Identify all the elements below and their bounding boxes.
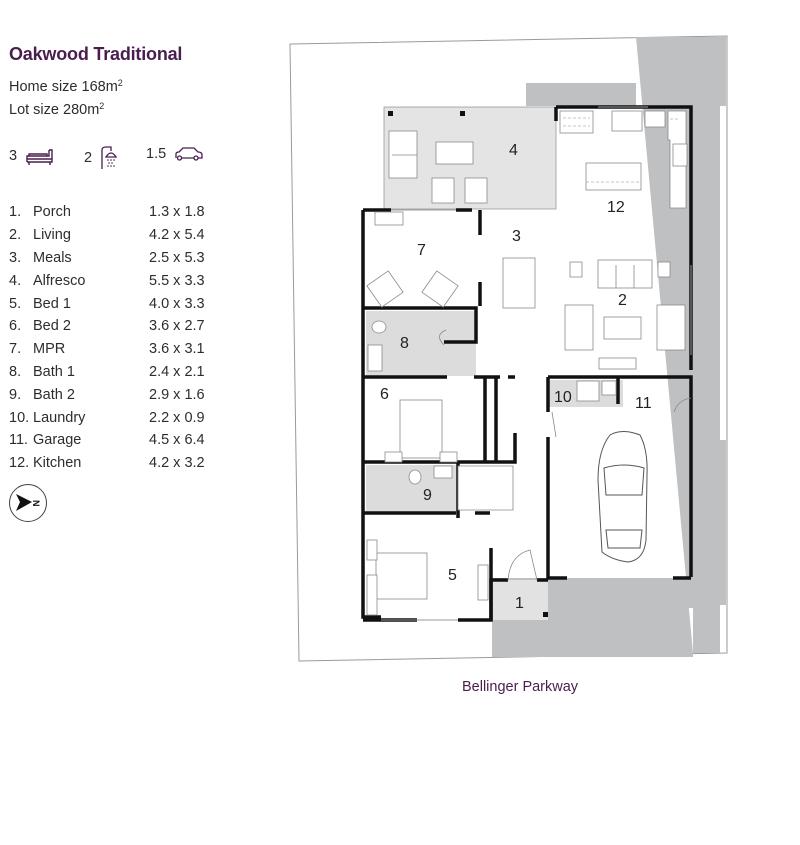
label-laundry: 10 <box>554 389 572 406</box>
bedroom-count: 3 <box>9 146 53 166</box>
lot-size: Lot size 280m2 <box>9 101 105 118</box>
label-bed1: 5 <box>448 567 457 584</box>
label-meals: 3 <box>512 228 521 245</box>
svg-text:N: N <box>31 500 41 507</box>
bathroom-count: 2 <box>84 146 120 170</box>
label-bath2: 9 <box>423 487 432 504</box>
label-bed2: 6 <box>380 386 389 403</box>
shower-icon <box>101 146 118 169</box>
label-garage: 11 <box>635 395 652 412</box>
porch-area <box>492 580 548 620</box>
car-icon <box>175 147 203 161</box>
label-porch: 1 <box>515 595 524 612</box>
plan-title: Oakwood Traditional <box>9 44 183 64</box>
label-bath1: 8 <box>400 335 409 352</box>
north-arrow-icon: N <box>16 494 41 511</box>
car-count: 1.5 <box>146 146 204 162</box>
side-path <box>686 106 720 605</box>
front-paving <box>548 578 693 608</box>
street-name: Bellinger Parkway <box>462 679 579 695</box>
car-outline <box>597 431 648 563</box>
label-alfresco: 4 <box>509 142 518 159</box>
label-living: 2 <box>618 292 627 309</box>
bed-icon <box>26 149 53 165</box>
label-kitchen: 12 <box>607 199 625 216</box>
home-size: Home size 168m2 <box>9 78 123 95</box>
driveway <box>492 37 726 657</box>
label-mpr: 7 <box>417 242 426 259</box>
north-compass: N <box>9 484 47 522</box>
